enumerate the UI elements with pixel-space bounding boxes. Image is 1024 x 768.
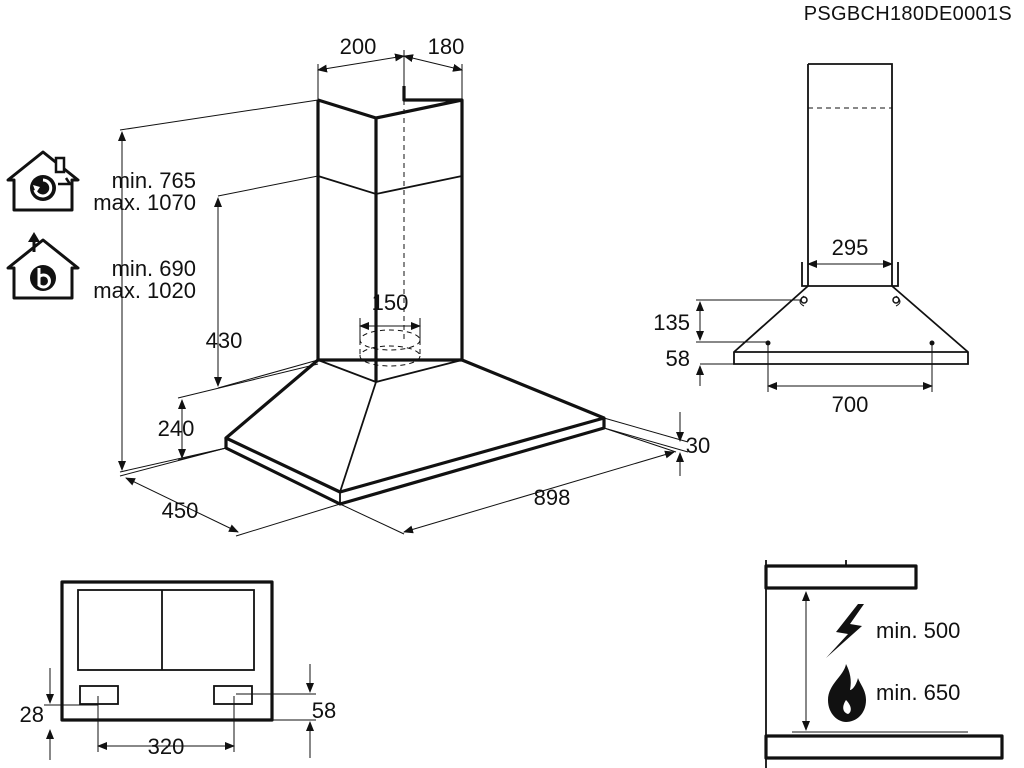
bracket [801, 262, 899, 287]
label-min-765: min. 765 [112, 168, 196, 193]
clearance-diagram [764, 560, 1004, 768]
label-28: 28 [20, 702, 44, 727]
extraction-house-icon [6, 232, 80, 300]
dim-30: 30 [603, 412, 710, 476]
label-58-side: 58 [666, 346, 690, 371]
label-320: 320 [148, 734, 185, 759]
outlet-ellipse-bottom [359, 345, 421, 367]
dim-chimney-width: 200 180 [317, 34, 465, 100]
label-min-650: min. 650 [876, 680, 960, 705]
side-canopy [733, 285, 969, 365]
dim-430: 430 [206, 175, 319, 389]
dim-28: 28 [20, 668, 98, 760]
dim-58-bottom: 58 [236, 664, 336, 758]
hood-side [764, 564, 918, 590]
chimney-joint [317, 175, 463, 195]
extraction-text: min. 690 max. 1020 [93, 256, 196, 303]
label-180: 180 [428, 34, 465, 59]
dim-700: 700 [767, 345, 933, 417]
recirculation-text: min. 765 max. 1070 [93, 168, 196, 215]
dim-295: 295 [807, 235, 893, 268]
model-code: PSGBCH180DE0001S [804, 3, 1012, 25]
hood-bottom-view [60, 580, 274, 722]
hood-side-view [733, 63, 969, 365]
label-58-bottom: 58 [312, 698, 336, 723]
label-30: 30 [686, 433, 710, 458]
dim-58-side: 58 [666, 346, 734, 386]
filter-panel [77, 589, 255, 671]
bottom-outline [60, 580, 274, 722]
label-min-500: min. 500 [876, 618, 960, 643]
label-450: 450 [162, 498, 199, 523]
label-430: 430 [206, 328, 243, 353]
label-150: 150 [372, 290, 409, 315]
dim-898: 898 [339, 427, 677, 535]
side-chimney [807, 63, 893, 286]
hood-main-view [224, 86, 606, 506]
dim-320: 320 [97, 696, 235, 759]
label-max-1070: max. 1070 [93, 190, 196, 215]
canopy-outline [224, 358, 606, 494]
label-135: 135 [653, 310, 690, 335]
recirculation-house-icon [6, 150, 80, 212]
label-200: 200 [340, 34, 377, 59]
label-295: 295 [832, 235, 869, 260]
dim-outlet: 150 [359, 290, 421, 340]
canopy-edges [317, 359, 463, 493]
label-898: 898 [534, 485, 571, 510]
lightning-icon [826, 604, 864, 658]
dim-135: 135 [653, 299, 800, 343]
cooktop [764, 734, 1004, 760]
chimney-outline [316, 86, 464, 382]
label-700: 700 [832, 392, 869, 417]
light-right [213, 685, 253, 705]
flame-icon [828, 664, 866, 722]
outlet-ellipse-top [359, 329, 421, 351]
label-min-690: min. 690 [112, 256, 196, 281]
dim-450: 450 [119, 447, 341, 537]
light-left [79, 685, 119, 705]
label-max-1020: max. 1020 [93, 278, 196, 303]
label-240: 240 [158, 416, 195, 441]
